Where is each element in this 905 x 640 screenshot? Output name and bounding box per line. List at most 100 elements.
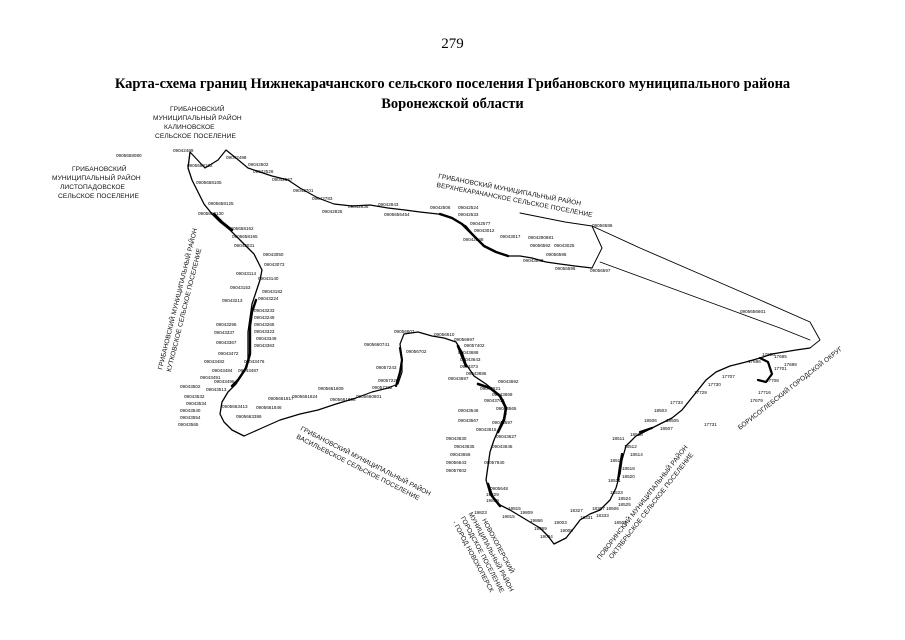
point-label: 09043697	[448, 376, 469, 381]
boundary-north-thick	[438, 212, 510, 258]
point-label: 09056586	[592, 223, 613, 228]
point-label: 09043688	[458, 350, 479, 355]
point-label: 17701	[774, 366, 787, 371]
point-label: 09042489	[173, 148, 194, 153]
point-label: 0905663386	[236, 414, 262, 419]
neighbour-label-kalinovskoe: ГРИБАНОВСКИЙ МУНИЦИПАЛЬНЫЙ РАЙОН КАЛИНОВ…	[153, 104, 244, 140]
point-label: 18524	[618, 496, 631, 501]
point-label: 09043295	[216, 322, 237, 327]
boundary-northeast-spur	[519, 212, 603, 269]
point-label: 0905658130	[198, 211, 224, 216]
point-label: 09056592	[530, 243, 551, 248]
point-label: 18333	[596, 513, 609, 518]
point-label: 09043621	[480, 386, 501, 391]
point-label: 09057226	[378, 378, 399, 383]
point-label: 09057640	[484, 460, 505, 465]
point-label: 18523	[610, 490, 623, 495]
boundary-east-diagonal-2	[599, 261, 811, 341]
boundary-mid-thick	[456, 344, 508, 508]
point-label: 0904373	[460, 364, 478, 369]
point-label: 09043140	[258, 276, 279, 281]
point-label: 17708	[766, 378, 779, 383]
point-label: 09042567	[272, 177, 293, 182]
point-label: 09043645	[492, 444, 513, 449]
point-label: 17679	[750, 398, 763, 403]
point-label: 09056595	[546, 252, 567, 257]
point-label: 09043249	[254, 315, 275, 320]
point-label: 09043565	[496, 406, 517, 411]
boundary-west	[187, 151, 263, 437]
point-label: 0905658102	[187, 163, 213, 168]
point-label: 09043482	[204, 359, 225, 364]
boundary-west-thick	[212, 212, 258, 388]
point-label: 09043502	[180, 384, 201, 389]
point-label: 19815	[502, 514, 515, 519]
point-label: 18517	[610, 458, 623, 463]
point-label: 17690	[762, 352, 775, 357]
point-label: 09043643	[460, 357, 481, 362]
point-label: 19866	[530, 518, 543, 523]
point-label: 18514	[630, 452, 643, 457]
point-label: 19008	[560, 528, 573, 533]
map-title-line-2: Воронежской области	[381, 96, 524, 112]
point-label: 09043487	[238, 368, 259, 373]
point-label: 09056643	[446, 460, 467, 465]
point-label: 18327	[570, 508, 583, 513]
point-label: 0905660801	[356, 394, 382, 399]
point-label: 17730	[708, 382, 721, 387]
point-label: 18503	[654, 408, 667, 413]
point-label: 09043848	[523, 258, 544, 263]
point-label: 09043565	[178, 422, 199, 427]
point-label: 09043050	[263, 252, 284, 257]
point-label: 18518	[622, 466, 635, 471]
point-label: 0905661809	[318, 386, 344, 391]
point-label: 0905661824	[292, 394, 318, 399]
point-label: 09056697	[454, 337, 475, 342]
point-label: 18520	[622, 474, 635, 479]
point-label: 09042843	[378, 202, 399, 207]
point-label: 17689	[784, 362, 797, 367]
point-label: 18511	[612, 436, 625, 441]
point-label: 09057402	[464, 343, 485, 348]
neighbour-label-kutkovskoe: ГРИБАНОВСКИЙ МУНИЦИПАЛЬНЫЙ РАЙОН КУТКОВС…	[155, 225, 208, 372]
neighbour-label-borisoglebsk: БОРИСОГЛЕБСКИЙ ГОРОДСКОЙ ОКРУГ	[736, 344, 845, 432]
point-label: 09057243	[376, 365, 397, 370]
point-label: 09043114	[236, 271, 257, 276]
map-title-line-1: Карта-схема границ Нижнекарачанского сел…	[114, 76, 791, 92]
point-label: 09043025	[554, 243, 575, 248]
point-label: 09042526	[253, 169, 274, 174]
point-label: 18512	[624, 444, 637, 449]
point-label: 0904290881	[528, 235, 554, 240]
point-label: 09043031	[234, 243, 255, 248]
point-label: 18525	[618, 502, 631, 507]
point-label: 09043554	[180, 415, 201, 420]
boundary-southeast	[599, 347, 811, 511]
point-label: 19815	[508, 506, 521, 511]
point-label: 18506	[644, 418, 657, 423]
boundary-south-west-thick	[394, 346, 404, 388]
point-label: 09042577	[470, 221, 491, 226]
point-label: 09043017	[500, 234, 521, 239]
point-label: 19829	[486, 492, 499, 497]
point-label: 0905658080	[116, 153, 142, 158]
point-label: 09042825	[322, 209, 343, 214]
point-label: 18506	[606, 506, 619, 511]
point-label: 09043265	[254, 322, 275, 327]
point-label: 17733	[670, 400, 683, 405]
point-label: 17696	[748, 359, 761, 364]
point-label: 09043476	[244, 359, 265, 364]
neighbour-label-vasilyevskoe: ГРИБАНОВСКИЙ МУНИЦИПАЛЬНЫЙ РАЙОН ВАСИЛЬЕ…	[295, 424, 434, 507]
point-label: 09043012	[474, 228, 495, 233]
boundary-east-diagonal	[591, 225, 821, 349]
point-label: 09056607	[394, 329, 415, 334]
point-label: 09042948	[463, 237, 484, 242]
neighbour-labels: ГРИБАНОВСКИЙ МУНИЦИПАЛЬНЫЙ РАЙОН КАЛИНОВ…	[52, 104, 845, 595]
point-label: 18505	[666, 418, 679, 423]
point-label: 09042701	[293, 188, 314, 193]
point-label: 09043233	[254, 308, 275, 313]
settlement-boundary	[187, 149, 821, 545]
point-label: 09043153	[230, 285, 251, 290]
point-label: 09043567	[458, 418, 479, 423]
point-label: 09043669	[492, 392, 513, 397]
page-number: 279	[441, 36, 464, 52]
